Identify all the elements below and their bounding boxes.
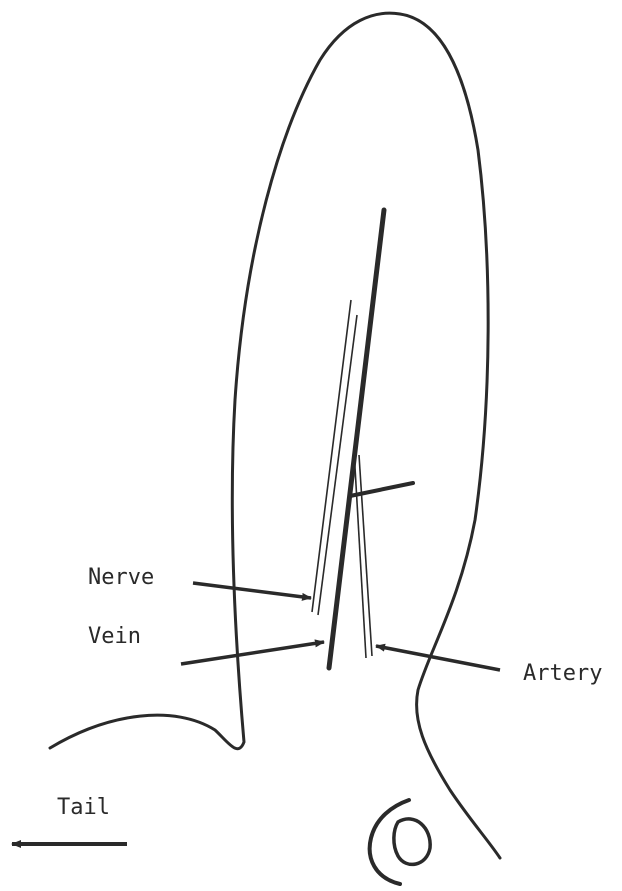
eye-icon: [370, 800, 430, 884]
nerve-pointer-arrow: [193, 583, 311, 598]
nerve-label: Nerve: [88, 567, 154, 589]
artery-label: Artery: [523, 663, 602, 685]
branch-vessel: [350, 483, 413, 496]
vein-label: Vein: [88, 626, 141, 648]
artery-pointer-arrow: [376, 646, 500, 670]
vein-line: [329, 210, 384, 668]
nerve-line-1: [312, 300, 351, 612]
ear-outline: [50, 13, 500, 858]
vein-pointer-arrow: [181, 642, 324, 664]
tail-label: Tail: [57, 797, 110, 819]
artery-line-2: [359, 455, 372, 656]
